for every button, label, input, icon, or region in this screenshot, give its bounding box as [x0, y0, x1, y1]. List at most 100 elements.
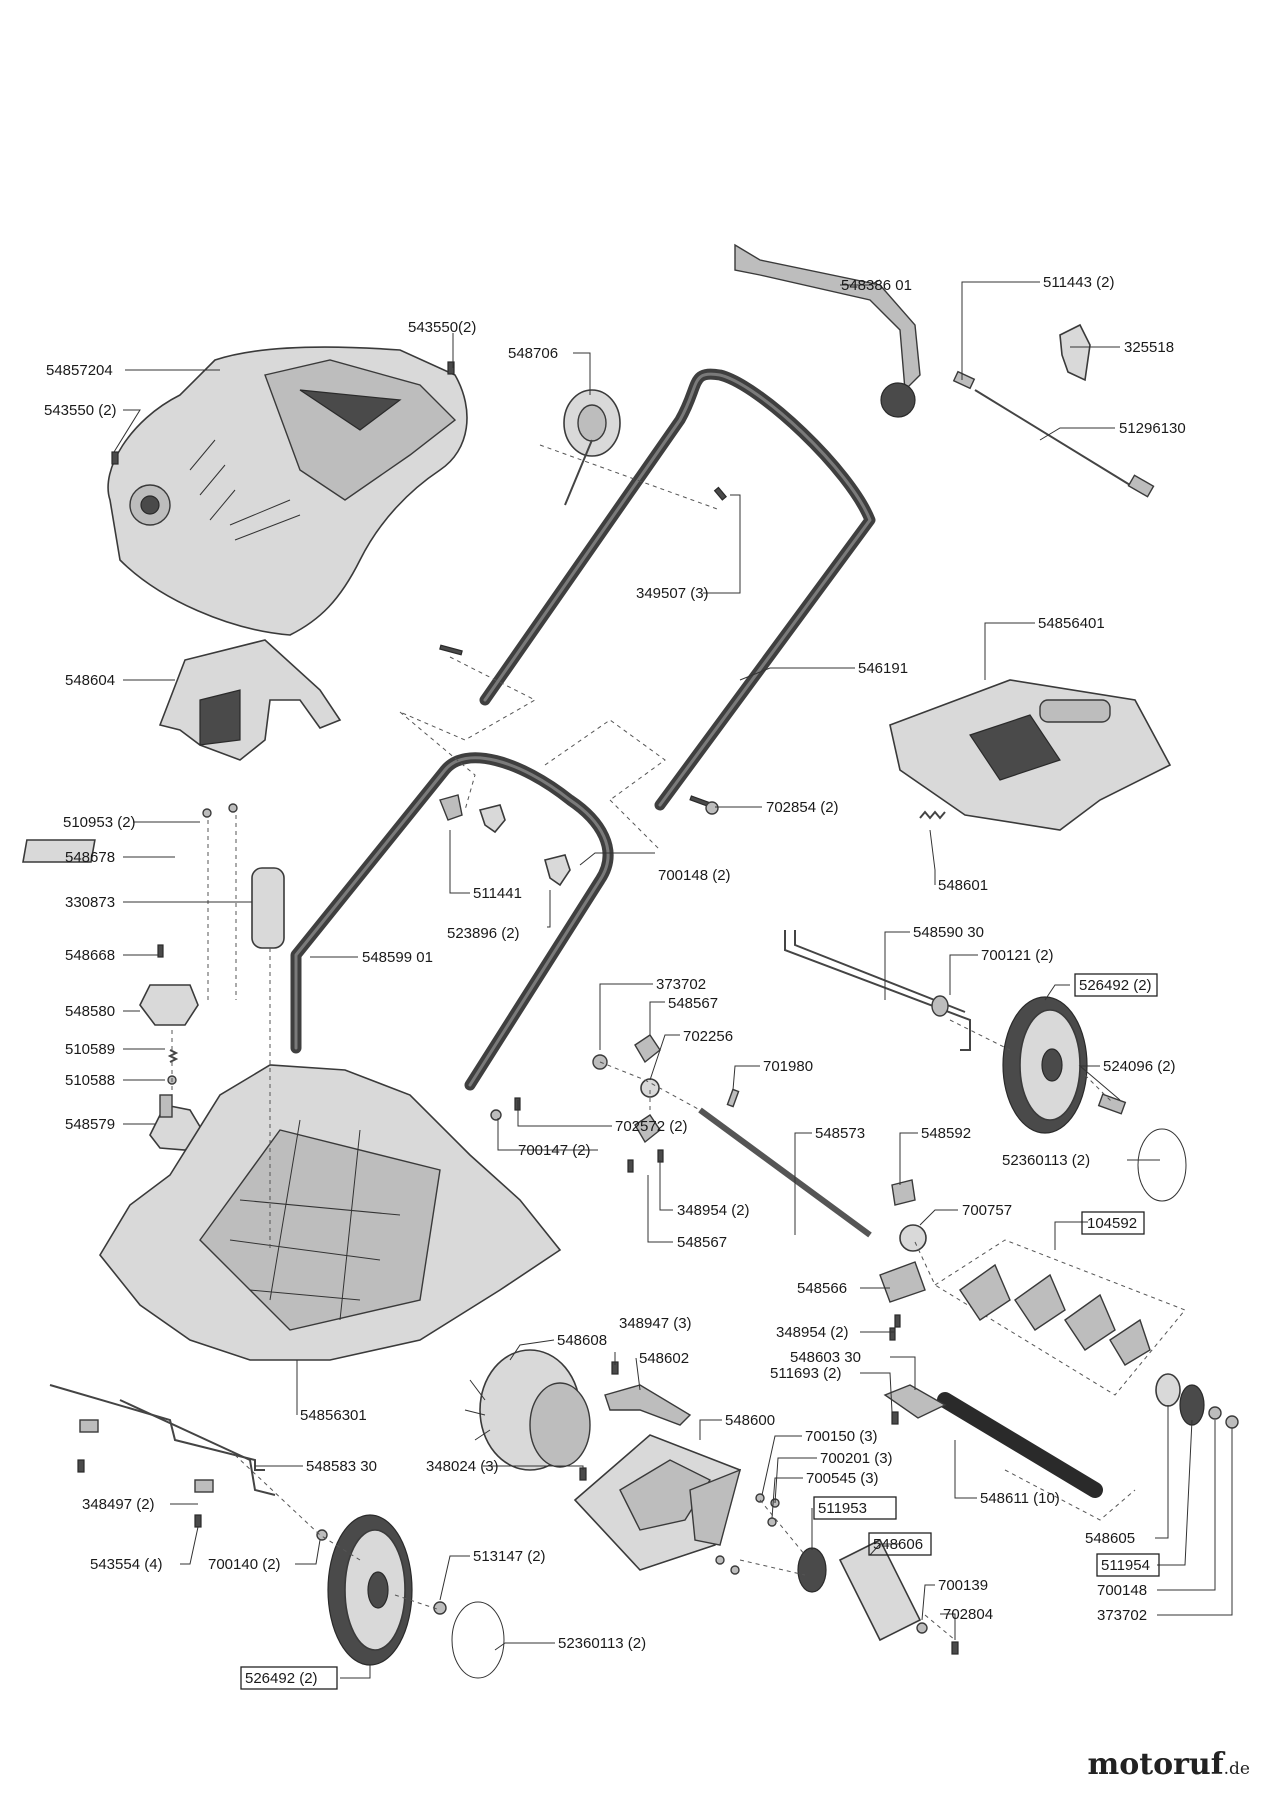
- pulley-511953: [797, 1547, 827, 1593]
- label-51296130: 51296130: [1119, 420, 1186, 437]
- label-548583-30: 548583 30: [306, 1458, 377, 1475]
- misc-screws: [157, 486, 901, 1341]
- leader-lines: [113, 279, 1233, 1679]
- label-700121: 700121 (2): [981, 947, 1054, 964]
- label-548601: 548601: [938, 877, 988, 894]
- control-bar: [734, 243, 921, 418]
- wheel-right: [1002, 996, 1088, 1134]
- label-548590-30: 548590 30: [913, 924, 984, 941]
- label-510953: 510953 (2): [63, 814, 136, 831]
- label-373702-top: 373702: [656, 976, 706, 993]
- brand-name: motoruf: [1087, 1747, 1224, 1782]
- screw-543550-right: [447, 361, 455, 375]
- label-330873: 330873: [65, 894, 115, 911]
- bolt-524096: [1097, 1093, 1127, 1115]
- label-510589: 510589: [65, 1041, 115, 1058]
- label-325518: 325518: [1124, 339, 1174, 356]
- label-54856401: 54856401: [1038, 615, 1105, 632]
- label-700147: 700147 (2): [518, 1142, 591, 1159]
- part-labels: 548386 01 511443 (2) 325518 51296130 543…: [44, 274, 1186, 1687]
- motor-plate-548600: [573, 1434, 742, 1571]
- label-543554: 543554 (4): [90, 1556, 163, 1573]
- label-348947: 348947 (3): [619, 1315, 692, 1332]
- label-543550-top: 543550(2): [408, 319, 476, 336]
- bracket-348497: [79, 1419, 214, 1493]
- label-54857204: 54857204: [46, 362, 113, 379]
- grass-box-lid: [889, 679, 1172, 831]
- label-702256: 702256: [683, 1028, 733, 1045]
- label-700140: 700140 (2): [208, 1556, 281, 1573]
- wheel-left: [327, 1514, 413, 1666]
- label-548668: 548668: [65, 947, 115, 964]
- label-548678: 548678: [65, 849, 115, 866]
- label-548606: 548606: [873, 1536, 923, 1553]
- sleeve-548606: [838, 1538, 922, 1642]
- bearing-brackets: [592, 1034, 927, 1303]
- end-parts-548605: [1155, 1373, 1239, 1429]
- small-hardware: [579, 1361, 899, 1575]
- label-524096: 524096 (2): [1103, 1058, 1176, 1075]
- screw-702804: [951, 1641, 959, 1655]
- assembly-lines: [171, 444, 1136, 1641]
- label-511441: 511441: [473, 885, 522, 902]
- label-523896: 523896 (2): [447, 925, 520, 942]
- axle-548590: [784, 930, 971, 1051]
- label-543550-left: 543550 (2): [44, 402, 117, 419]
- label-511443: 511443 (2): [1043, 274, 1114, 291]
- label-548580: 548580: [65, 1003, 115, 1020]
- label-548573: 548573: [815, 1125, 865, 1142]
- label-548605: 548605: [1085, 1530, 1135, 1547]
- hubcap-ring-52360113-left: [451, 1601, 505, 1679]
- label-700545: 700545 (3): [806, 1470, 879, 1487]
- label-526492-left: 526492 (2): [245, 1670, 318, 1687]
- label-700148-top: 700148 (2): [658, 867, 731, 884]
- label-511953: 511953: [818, 1500, 867, 1517]
- spring: [919, 810, 946, 820]
- switch-knob-548580: [139, 984, 199, 1026]
- hubcap-ring-52360113-right: [1137, 1128, 1187, 1202]
- cable: [952, 370, 1155, 498]
- roller-548611: [937, 1392, 1103, 1498]
- brand-suffix: .de: [1223, 1759, 1250, 1779]
- label-348954-top: 348954 (2): [677, 1202, 750, 1219]
- label-700139: 700139: [938, 1577, 988, 1594]
- main-housing: [99, 1064, 562, 1361]
- handle-knob-523896: [544, 854, 571, 887]
- label-702804: 702804: [943, 1606, 993, 1623]
- drive-shaft: [698, 1107, 872, 1238]
- label-548592: 548592: [921, 1125, 971, 1142]
- label-546191: 546191: [858, 660, 908, 677]
- cable-reel: [563, 389, 621, 506]
- engine-cover: [107, 346, 468, 636]
- label-548611: 548611 (10): [980, 1490, 1060, 1507]
- label-548608: 548608: [557, 1332, 607, 1349]
- deflector: [158, 639, 342, 761]
- motor: [464, 1349, 591, 1471]
- label-548604: 548604: [65, 672, 115, 689]
- label-54856301: 54856301: [300, 1407, 367, 1424]
- screw-543550-left: [111, 451, 119, 465]
- label-348024: 348024 (3): [426, 1458, 499, 1475]
- handle-knob-511441: [439, 794, 506, 834]
- blade-roller: [934, 1239, 1186, 1396]
- upper-handle: [479, 368, 876, 811]
- switch-base-548579: [149, 1094, 207, 1151]
- label-701980: 701980: [763, 1058, 813, 1075]
- spacer-700121: [931, 995, 949, 1017]
- height-adjust-rod: [49, 1384, 276, 1496]
- label-349507: 349507 (3): [636, 585, 709, 602]
- label-348954-bottom: 348954 (2): [776, 1324, 849, 1341]
- capacitor-330873: [251, 867, 285, 949]
- label-548599-01: 548599 01: [362, 949, 433, 966]
- label-548386-01: 548386 01: [841, 277, 912, 294]
- label-548566: 548566: [797, 1280, 847, 1297]
- label-104592: 104592: [1087, 1215, 1137, 1232]
- label-526492-right: 526492 (2): [1079, 977, 1152, 994]
- label-548567-top: 548567: [668, 995, 718, 1012]
- bracket-548602: [604, 1384, 692, 1426]
- washer-513147: [433, 1601, 447, 1615]
- label-702854: 702854 (2): [766, 799, 839, 816]
- boxed-label-frames: [240, 973, 1160, 1690]
- cover-plate-548678: [22, 839, 96, 863]
